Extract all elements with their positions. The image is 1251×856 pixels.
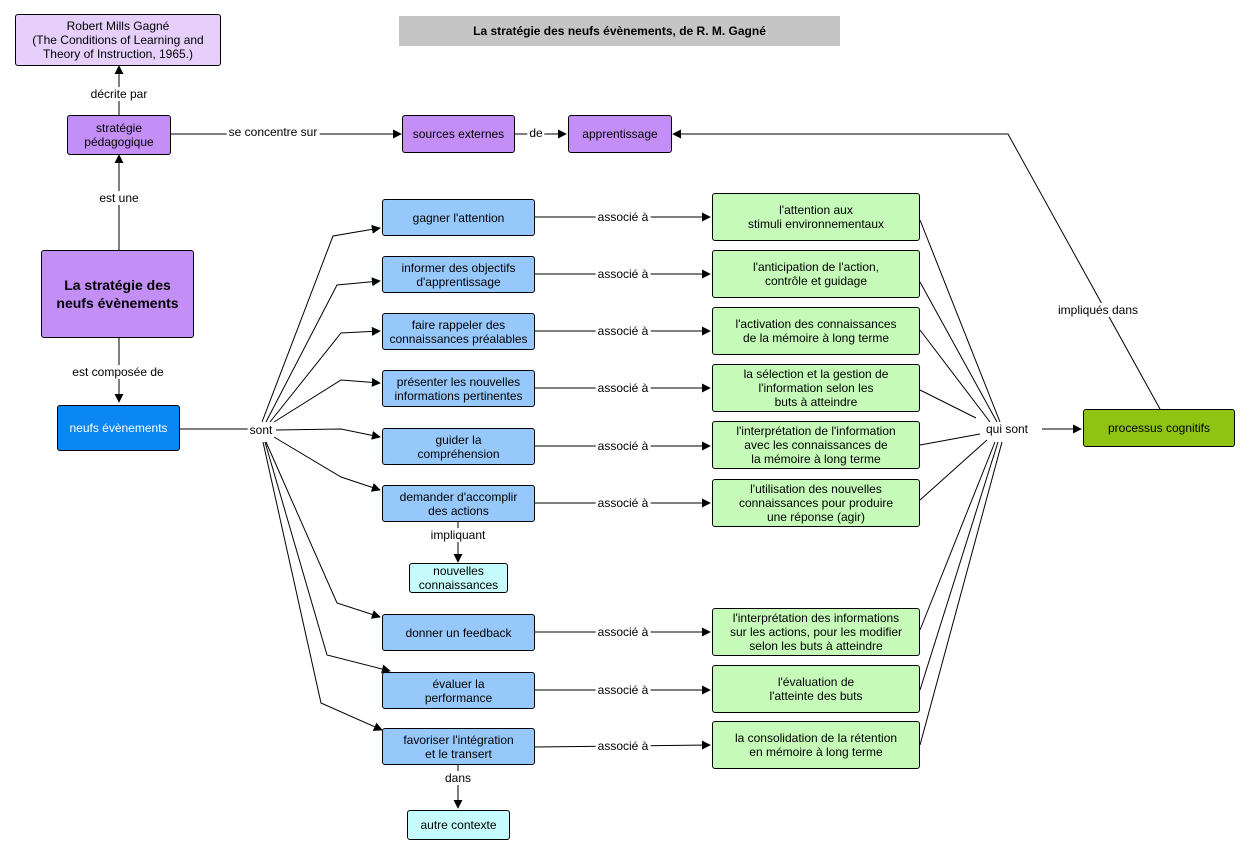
node-event-3[interactable]: faire rappeler des connaissances préalab… — [382, 313, 535, 350]
node-event-1[interactable]: gagner l'attention — [382, 199, 535, 236]
node-neufs-evenements[interactable]: neufs évènements — [57, 405, 180, 451]
node-process-4[interactable]: la sélection et la gestion de l'informat… — [712, 364, 920, 412]
label-associe-2: associé à — [595, 267, 651, 281]
label-qui-sont: qui sont — [983, 422, 1031, 436]
node-event-8[interactable]: évaluer la performance — [382, 672, 535, 709]
node-strategie-pedagogique[interactable]: stratégie pédagogique — [67, 115, 171, 155]
label-se-concentre-sur: se concentre sur — [226, 125, 320, 139]
node-sources-externes[interactable]: sources externes — [402, 115, 515, 153]
link-sont-to-event-3 — [269, 326, 381, 423]
node-process-6[interactable]: l'utilisation des nouvelles connaissance… — [712, 479, 920, 527]
node-process-9[interactable]: la consolidation de la rétention en mémo… — [712, 721, 920, 769]
label-impliquant: impliquant — [428, 528, 488, 542]
label-est-une: est une — [97, 191, 141, 205]
link-sont-to-event-4 — [273, 377, 381, 423]
node-author[interactable]: Robert Mills Gagné (The Conditions of Le… — [15, 14, 221, 66]
label-associe-4: associé à — [595, 381, 651, 395]
node-process-7[interactable]: l'interprétation des informations sur le… — [712, 608, 920, 656]
label-impliques-dans: impliqués dans — [1055, 303, 1141, 317]
label-associe-6: associé à — [595, 496, 651, 510]
label-associe-8: associé à — [595, 683, 651, 697]
node-autre-contexte[interactable]: autre contexte — [407, 810, 510, 840]
node-nouvelles-connaissances[interactable]: nouvelles connaissances — [409, 563, 508, 593]
node-process-8[interactable]: l'évaluation de l'atteinte des buts — [712, 665, 920, 713]
node-process-1[interactable]: l'attention aux stimuli environnementaux — [712, 193, 920, 241]
link-sont-to-event-7 — [265, 441, 381, 619]
link-sont-to-event-1 — [261, 224, 381, 423]
label-dans: dans — [442, 771, 474, 785]
link-sont-to-event-2 — [265, 277, 381, 423]
node-process-5[interactable]: l'interprétation de l'information avec l… — [712, 421, 920, 469]
node-processus-cognitifs[interactable]: processus cognitifs — [1083, 409, 1235, 447]
node-event-7[interactable]: donner un feedback — [382, 614, 535, 651]
node-process-3[interactable]: l'activation des connaissances de la mém… — [712, 307, 920, 355]
node-apprentissage[interactable]: apprentissage — [568, 115, 672, 153]
link-sont-to-event-5 — [275, 428, 381, 440]
link-sont-to-event-8 — [264, 441, 391, 674]
node-event-5[interactable]: guider la compréhension — [382, 428, 535, 465]
label-de: de — [527, 126, 545, 140]
diagram-title: La stratégie des neufs évènements, de R.… — [399, 16, 840, 46]
label-decrite-par: décrite par — [88, 87, 150, 101]
node-event-9[interactable]: favoriser l'intégration et le transert — [382, 728, 535, 765]
node-event-4[interactable]: présenter les nouvelles informations per… — [382, 370, 535, 407]
label-sont: sont — [247, 423, 275, 437]
link-processus-to-apprentissage — [672, 129, 1161, 410]
label-associe-5: associé à — [595, 439, 651, 453]
label-associe-1: associé à — [595, 210, 651, 224]
node-process-2[interactable]: l'anticipation de l'action, contrôle et … — [712, 250, 920, 298]
node-event-6[interactable]: demander d'accomplir des actions — [382, 485, 535, 522]
link-sont-to-event-9 — [262, 441, 383, 731]
link-sont-to-event-6 — [273, 436, 381, 492]
label-associe-3: associé à — [595, 324, 651, 338]
node-main-strategie[interactable]: La stratégie des neufs évènements — [41, 250, 194, 338]
label-est-composee-de: est composée de — [70, 365, 166, 379]
node-event-2[interactable]: informer des objectifs d'apprentissage — [382, 256, 535, 293]
label-associe-9: associé à — [595, 739, 651, 753]
label-associe-7: associé à — [595, 625, 651, 639]
